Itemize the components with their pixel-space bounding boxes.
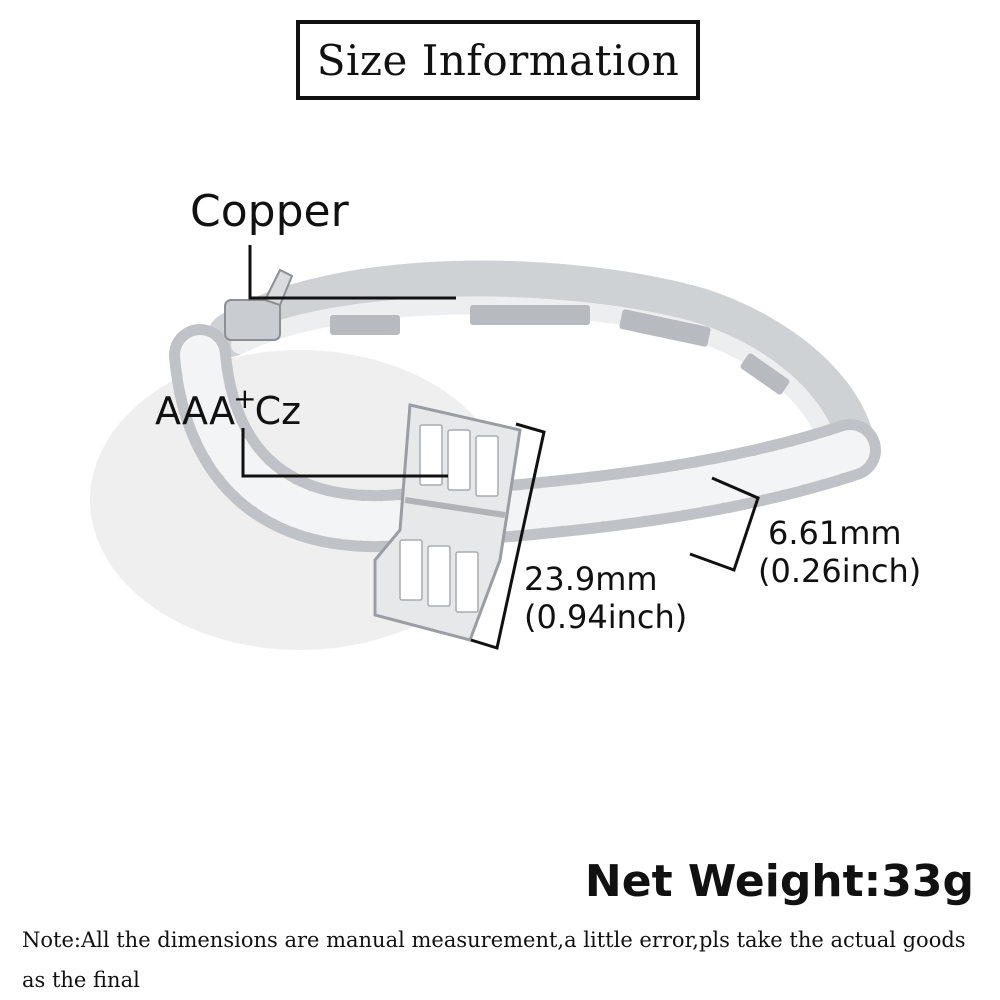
height-dimension: 23.9mm (0.94inch) <box>524 560 687 636</box>
width-dimension: 6.61mm (0.26inch) <box>758 514 921 590</box>
height-bracket <box>470 422 546 650</box>
stone-label-plus: + <box>233 382 257 415</box>
band-windows <box>330 305 790 395</box>
bracelet-back-band <box>208 260 877 477</box>
net-weight: Net Weight:33g <box>584 856 974 907</box>
width-bracket <box>689 476 760 572</box>
width-mm: 6.61mm <box>768 514 902 552</box>
clasp <box>224 268 294 341</box>
stone-label-prefix: AAA <box>155 389 236 433</box>
material-label: Copper <box>190 186 349 237</box>
measurement-note: Note:All the dimensions are manual measu… <box>22 928 966 992</box>
height-inch: (0.94inch) <box>524 598 688 636</box>
height-mm: 23.9mm <box>524 560 658 598</box>
stone-label-suffix: Cz <box>254 389 302 433</box>
stone-label: AAA+Cz <box>155 382 302 433</box>
page-title: Size Information <box>296 20 700 100</box>
center-stone-head <box>373 403 522 642</box>
cz-leader-line <box>241 428 448 478</box>
copper-leader-line <box>248 245 456 300</box>
width-inch: (0.26inch) <box>758 552 922 590</box>
